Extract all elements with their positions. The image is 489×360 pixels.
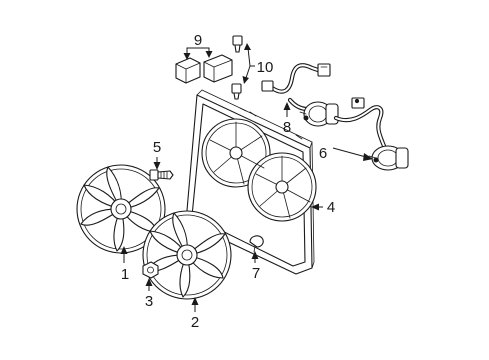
callout-4: 4 xyxy=(327,199,335,216)
fan-motor-lower xyxy=(368,145,409,171)
callout-1: 1 xyxy=(121,266,129,283)
callout-5: 5 xyxy=(153,139,161,156)
leader-5 xyxy=(153,157,161,170)
callout-6: 6 xyxy=(319,145,327,162)
screw-upper xyxy=(232,35,243,53)
leader-3 xyxy=(145,278,153,291)
leader-1 xyxy=(120,246,128,263)
screw-lower xyxy=(231,83,242,100)
callout-3: 3 xyxy=(145,293,153,310)
callout-2: 2 xyxy=(191,314,199,331)
callout-7: 7 xyxy=(252,265,260,282)
relay-module xyxy=(175,54,233,84)
fan-blade-right xyxy=(142,210,232,300)
callout-9: 9 xyxy=(194,32,202,49)
motor-harness xyxy=(333,97,387,149)
bolt xyxy=(149,169,174,181)
nut xyxy=(142,261,159,279)
leader-7 xyxy=(251,251,259,263)
leader-9 xyxy=(183,47,213,60)
leader-6 xyxy=(332,147,373,161)
fan-motor-upper xyxy=(299,101,339,127)
leader-2 xyxy=(191,297,199,312)
leader-10 xyxy=(242,43,255,84)
leader-8 xyxy=(283,102,291,117)
callout-10: 10 xyxy=(257,59,274,76)
clip xyxy=(249,235,264,253)
callout-8: 8 xyxy=(283,119,291,136)
leader-4 xyxy=(311,203,323,211)
